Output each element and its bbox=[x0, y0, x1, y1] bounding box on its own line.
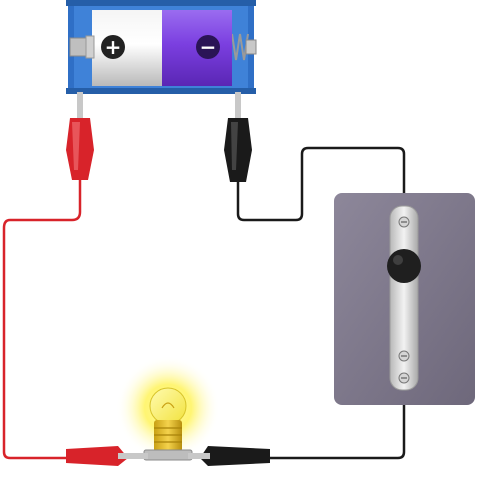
red-wire bbox=[2, 178, 82, 460]
switch-blade[interactable] bbox=[389, 205, 419, 391]
positive-symbol: + bbox=[105, 35, 122, 59]
black-wire-switch-bulb bbox=[268, 384, 406, 460]
switch-knob[interactable] bbox=[387, 249, 421, 283]
black-clip-bulb[interactable] bbox=[188, 446, 270, 466]
knife-switch[interactable] bbox=[334, 193, 475, 405]
positive-terminal-icon bbox=[101, 35, 125, 59]
bulb-base bbox=[154, 420, 182, 452]
red-clip-battery[interactable] bbox=[66, 92, 94, 180]
red-clip-bulb[interactable] bbox=[66, 446, 148, 466]
black-clip-battery[interactable] bbox=[224, 92, 252, 182]
spring-contact bbox=[231, 33, 249, 61]
negative-symbol: − bbox=[200, 35, 217, 59]
black-wire-battery-switch bbox=[236, 146, 406, 222]
light-bulb[interactable] bbox=[116, 356, 220, 461]
battery[interactable]: + − bbox=[66, 0, 257, 94]
bulb-glass bbox=[149, 387, 187, 425]
negative-terminal-icon bbox=[196, 35, 220, 59]
